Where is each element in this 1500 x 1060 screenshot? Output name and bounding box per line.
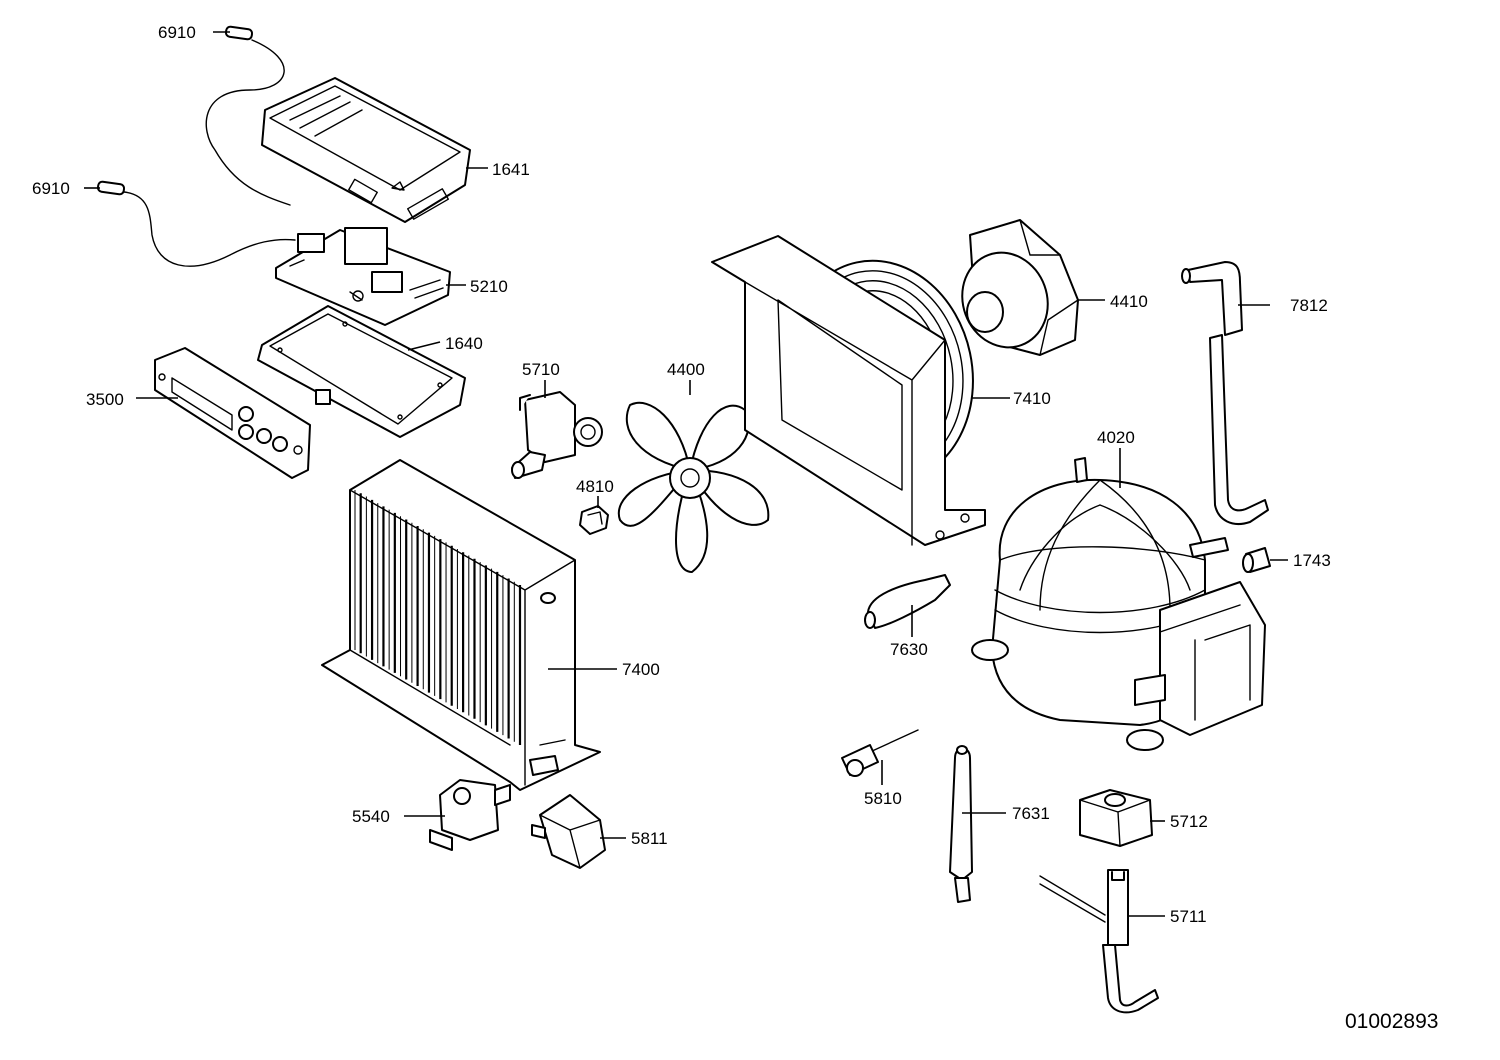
drawing-number: 01002893 (1345, 1010, 1438, 1033)
display-panel-3500[interactable] (154, 347, 311, 479)
label-6910-top: 6910 (158, 23, 196, 42)
fan-motor-4410[interactable] (949, 219, 1079, 359)
sensor-6910-top[interactable] (205, 25, 291, 206)
sensor-6910-lower[interactable] (96, 180, 296, 267)
heat-exchanger-7400[interactable] (321, 459, 601, 791)
label-5540: 5540 (352, 807, 390, 826)
label-7400: 7400 (622, 660, 660, 679)
label-7631: 7631 (1012, 804, 1050, 823)
part-number-labels: 6910 6910 1641 5210 1640 3500 5710 4400 … (32, 23, 1331, 926)
label-5710: 5710 (522, 360, 560, 379)
label-1743: 1743 (1293, 551, 1331, 570)
label-1641: 1641 (492, 160, 530, 179)
label-1640: 1640 (445, 334, 483, 353)
compressor-4020[interactable] (971, 457, 1266, 751)
label-5811: 5811 (631, 829, 668, 848)
label-5712: 5712 (1170, 812, 1208, 831)
pipe-7812[interactable] (1181, 261, 1269, 525)
label-7410: 7410 (1013, 389, 1051, 408)
label-4810: 4810 (576, 477, 614, 496)
switch-5540[interactable] (429, 779, 511, 851)
solenoid-valve-5710[interactable] (511, 391, 603, 479)
label-4410: 4410 (1110, 292, 1148, 311)
label-5711: 5711 (1170, 907, 1207, 926)
solenoid-coil-5712[interactable] (1079, 789, 1153, 847)
valve-body-5711[interactable] (1039, 869, 1159, 1014)
part-4810[interactable] (579, 505, 609, 535)
label-5210: 5210 (470, 277, 508, 296)
fan-blade-4400[interactable] (617, 401, 770, 573)
pressure-switch-5810[interactable] (841, 729, 919, 777)
label-4400: 4400 (667, 360, 705, 379)
label-7812: 7812 (1290, 296, 1328, 315)
filter-drier-7630[interactable] (864, 574, 951, 629)
relay-5811[interactable] (531, 794, 606, 869)
drier-7631[interactable] (949, 745, 973, 903)
electronics-cover-1641[interactable] (261, 77, 471, 223)
label-5810: 5810 (864, 789, 902, 808)
label-6910-lower: 6910 (32, 179, 70, 198)
control-board-5210[interactable] (275, 227, 451, 326)
leader-lines (84, 31, 1288, 917)
label-3500: 3500 (86, 390, 124, 409)
mounting-tray-1640[interactable] (257, 305, 466, 438)
cap-1743[interactable] (1242, 547, 1271, 573)
label-7630: 7630 (890, 640, 928, 659)
label-4020: 4020 (1097, 428, 1135, 447)
condenser-shroud-7410[interactable] (711, 235, 993, 546)
